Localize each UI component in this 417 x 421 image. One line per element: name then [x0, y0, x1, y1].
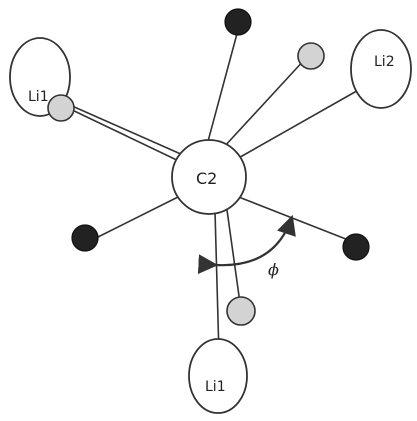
top-dark-atom [224, 8, 252, 36]
bond-c2-top-dark [206, 29, 239, 146]
top-light-atom [297, 42, 325, 70]
left-dark-atom [71, 224, 99, 252]
c2-center-label: C2 [196, 169, 217, 188]
right-dark-atom [342, 233, 370, 261]
bond-c2-top-light [222, 57, 307, 149]
bond-c2-bottom-light [226, 209, 240, 297]
c2-center-node [171, 139, 247, 215]
li1-bottom-label: Li1 [205, 379, 226, 395]
li2-label: Li2 [374, 54, 395, 70]
bond-c2-left-dark [95, 195, 181, 239]
bond-c2-li1-bottom [214, 210, 220, 357]
upper-left-light-atom [47, 94, 75, 122]
li1-bottom-node [188, 338, 248, 414]
angle-phi-label: ϕ [268, 260, 279, 279]
angle-arrow [197, 214, 296, 275]
bond-c2-li2 [234, 87, 363, 161]
li2-node [350, 29, 412, 109]
bond-c2-li1-upper-a [53, 97, 184, 156]
bond-c2-li1-upper-b [67, 107, 184, 164]
bond-c2-right-dark [230, 193, 357, 244]
bottom-light-atom [226, 296, 256, 326]
li1-upper-label: Li1 [28, 89, 49, 105]
